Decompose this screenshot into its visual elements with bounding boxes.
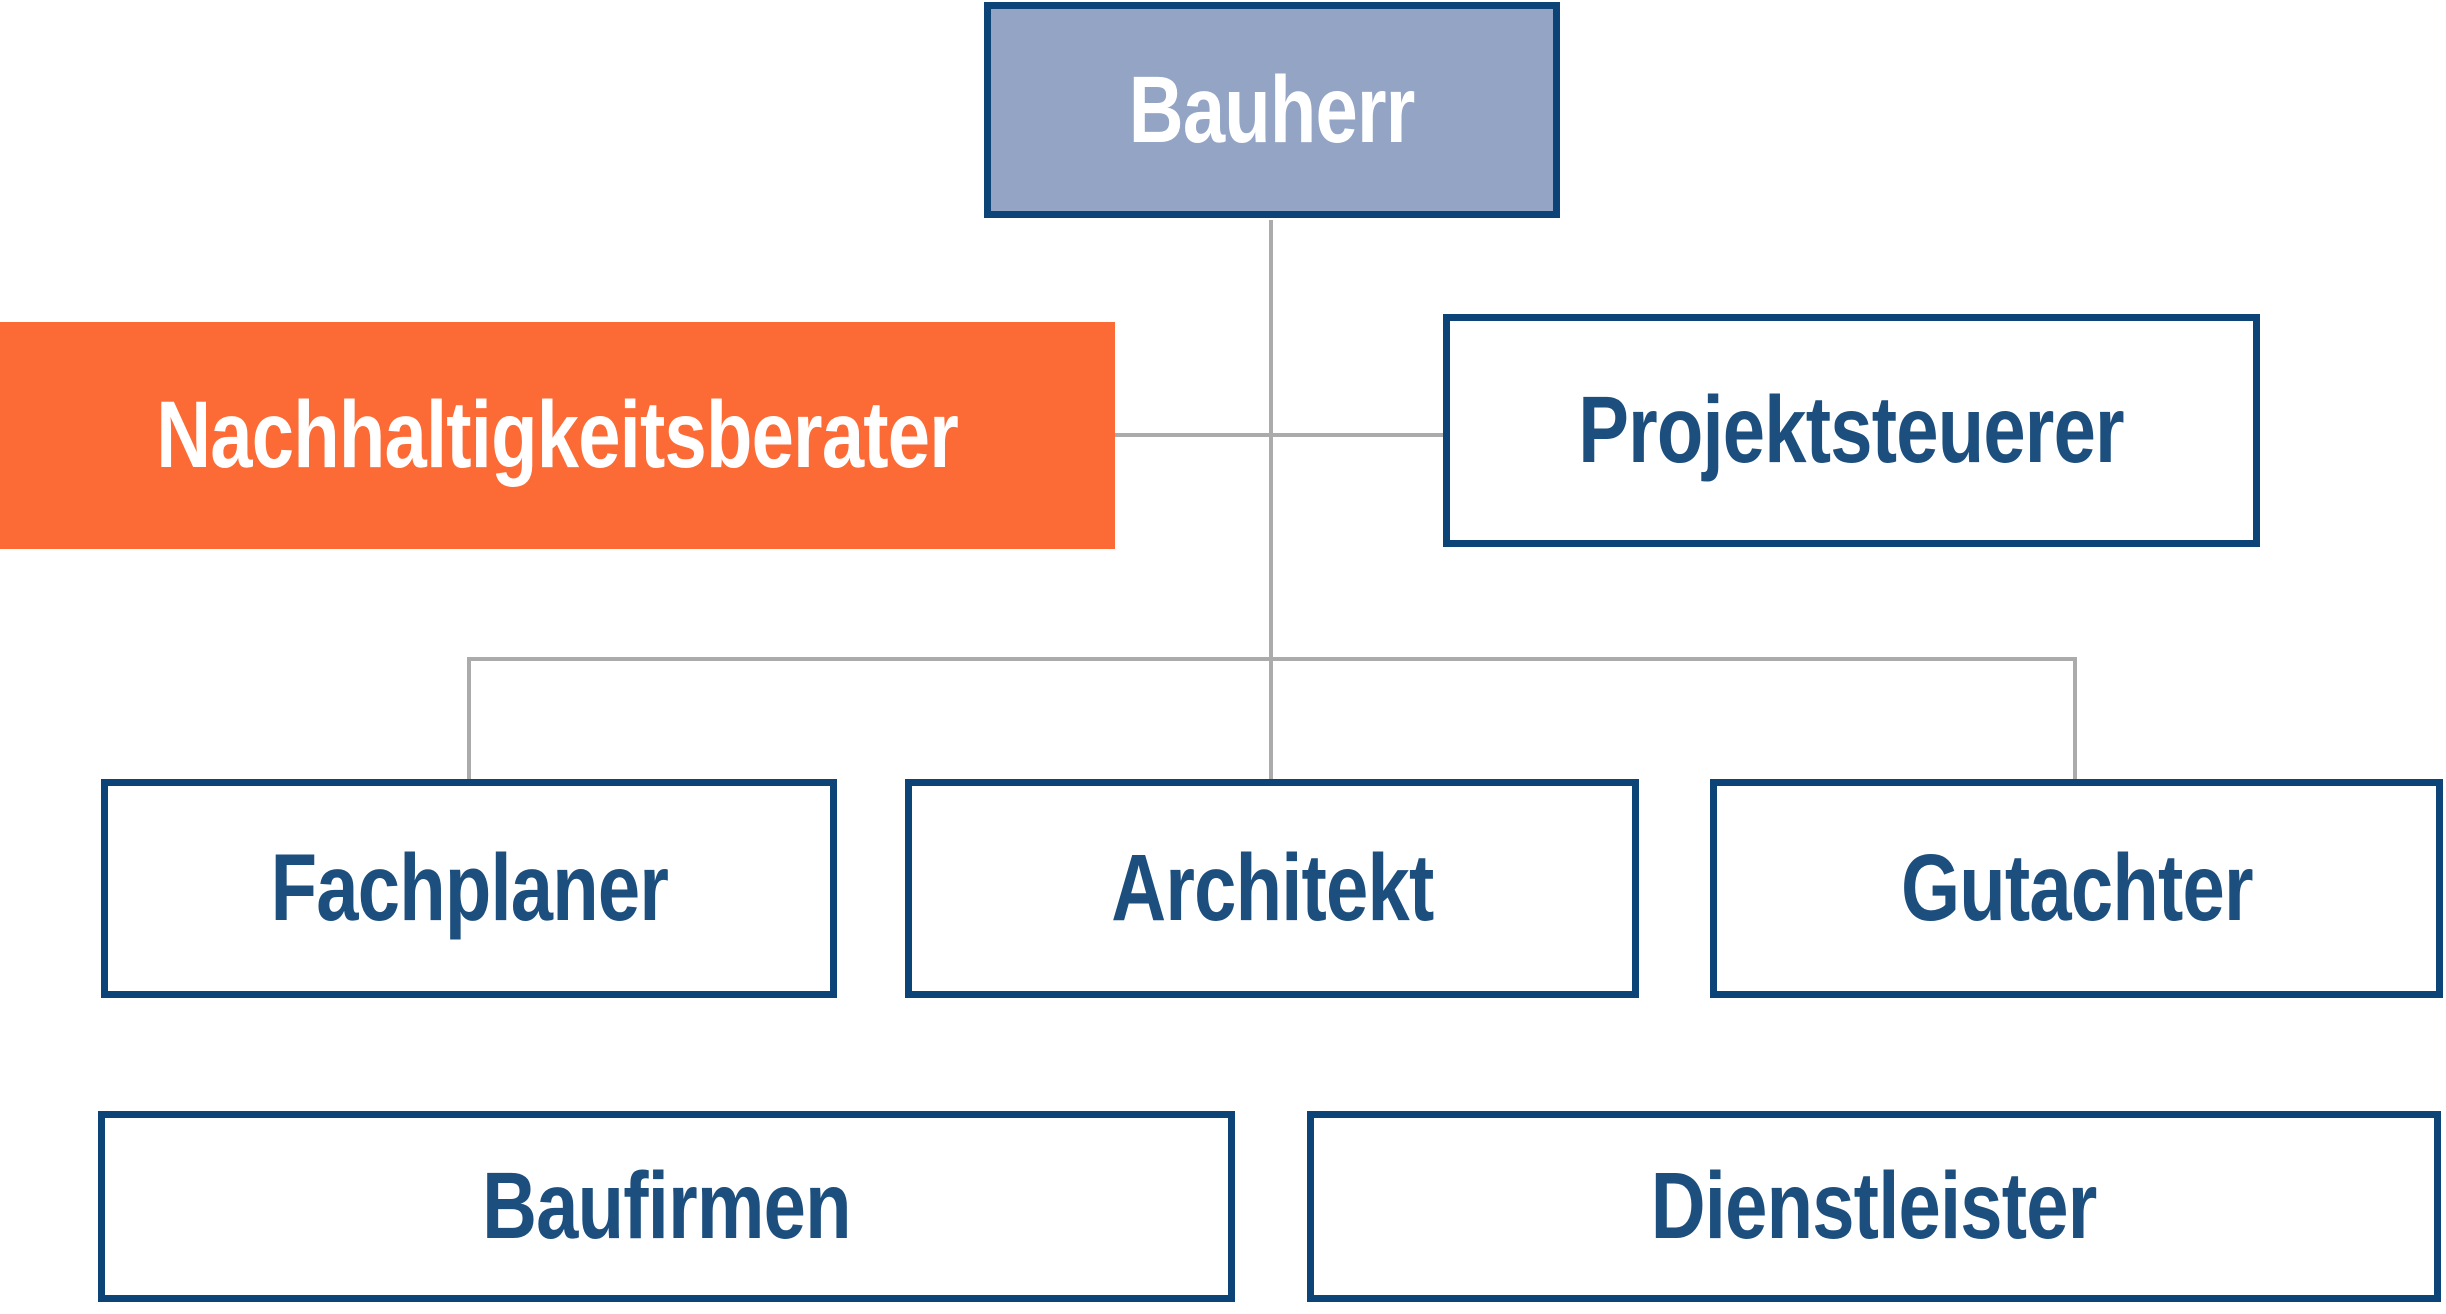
node-dienstleister-label: Dienstleister: [1651, 1153, 2098, 1259]
node-gutachter: Gutachter: [1710, 779, 2443, 998]
node-projektsteuerer: Projektsteuerer: [1443, 314, 2260, 547]
node-baufirmen: Baufirmen: [98, 1111, 1235, 1302]
node-nachhaltigkeitsberater-label: Nachhaltigkeitsberater: [156, 382, 960, 488]
node-baufirmen-label: Baufirmen: [482, 1153, 851, 1259]
node-architekt: Architekt: [905, 779, 1639, 998]
connector-drop-architekt: [1269, 659, 1273, 780]
connector-bauherr-vertical: [1269, 220, 1273, 660]
connector-drop-gutachter: [2073, 659, 2077, 780]
node-projektsteuerer-label: Projektsteuerer: [1578, 377, 2125, 483]
node-gutachter-label: Gutachter: [1900, 835, 2254, 941]
node-bauherr-label: Bauherr: [1129, 56, 1416, 163]
node-dienstleister: Dienstleister: [1307, 1111, 2441, 1302]
node-fachplaner-label: Fachplaner: [270, 835, 668, 941]
connector-advisors-horizontal: [1115, 433, 1443, 437]
node-fachplaner: Fachplaner: [101, 779, 837, 998]
node-architekt-label: Architekt: [1110, 835, 1434, 941]
node-nachhaltigkeitsberater: Nachhaltigkeitsberater: [0, 322, 1115, 549]
connector-drop-fachplaner: [467, 659, 471, 780]
node-bauherr: Bauherr: [984, 2, 1560, 218]
